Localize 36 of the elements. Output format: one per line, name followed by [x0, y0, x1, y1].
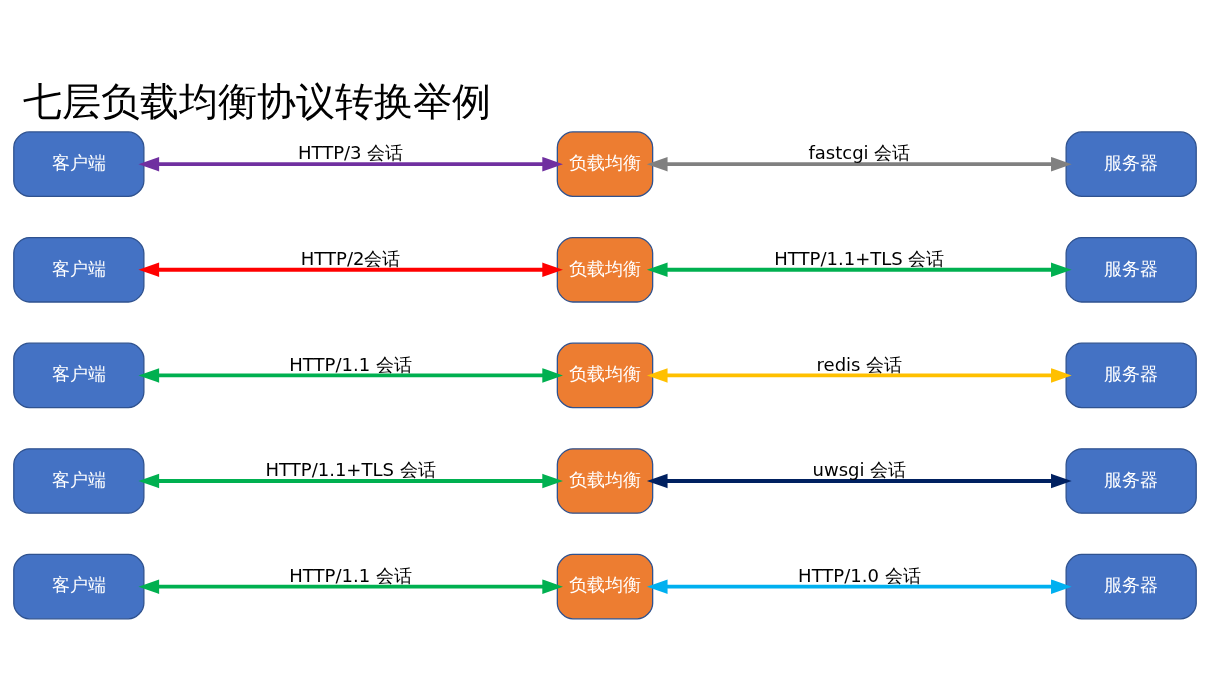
arrow	[138, 473, 563, 489]
edge-label: fastcgi 会话	[808, 142, 911, 164]
edge-label: HTTP/1.1+TLS 会话	[265, 459, 436, 481]
arrow	[138, 579, 563, 594]
edge-label: HTTP/1.1 会话	[289, 564, 412, 586]
diagram-title: 七层负载均衡协议转换举例	[22, 79, 491, 125]
node-box: 客户端	[13, 342, 145, 409]
edge-label: HTTP/3 会话	[297, 142, 404, 164]
node-box: 负载均衡	[556, 553, 654, 620]
arrow	[646, 579, 1072, 594]
edge-label: uwsgi 会话	[812, 459, 907, 481]
node-box: 客户端	[13, 131, 145, 197]
edge-label: HTTP/1.1+TLS 会话	[774, 247, 945, 269]
node-box: 客户端	[13, 553, 145, 620]
node-box: 服务器	[1065, 448, 1197, 514]
node-box: 负载均衡	[556, 131, 654, 197]
edge-label: HTTP/1.1 会话	[289, 353, 412, 375]
node-box: 负载均衡	[556, 448, 654, 514]
node-box: 服务器	[1065, 131, 1197, 197]
node-box: 负载均衡	[556, 236, 654, 303]
arrow	[646, 368, 1072, 383]
edge-label: redis 会话	[816, 353, 903, 375]
node-box: 客户端	[13, 448, 145, 514]
arrow	[138, 368, 563, 383]
edge-label: HTTP/2会话	[300, 247, 401, 269]
arrow	[138, 262, 563, 277]
arrow	[646, 156, 1072, 172]
node-box: 服务器	[1065, 236, 1197, 303]
node-box: 客户端	[13, 236, 145, 303]
node-box: 服务器	[1065, 553, 1197, 620]
node-box: 负载均衡	[556, 342, 654, 409]
node-box: 服务器	[1065, 342, 1197, 409]
arrow	[646, 473, 1072, 489]
arrow	[138, 156, 563, 172]
arrow	[646, 262, 1072, 277]
edge-label: HTTP/1.0 会话	[798, 564, 921, 586]
